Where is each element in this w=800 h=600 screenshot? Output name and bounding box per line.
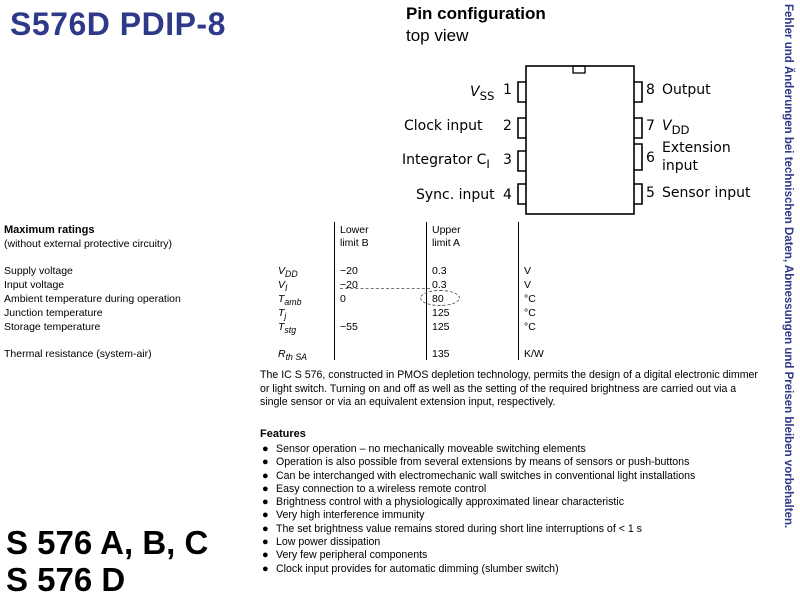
features-title: Features <box>260 428 306 440</box>
maximum-ratings-table: Maximum ratings (without external protec… <box>4 222 564 362</box>
hand-drawn-dashed-circle <box>420 290 460 306</box>
pin8-number: 8 <box>646 82 655 98</box>
lower-input-voltage: −20 <box>340 279 358 291</box>
upper-storage-temp: 125 <box>432 321 450 333</box>
unit-storage-temp: °C <box>524 321 536 333</box>
ic-description: The IC S 576, constructed in PMOS deplet… <box>260 369 758 408</box>
sym-supply-voltage: VDD <box>278 265 298 280</box>
sym-thermal-resistance: Rth SA <box>278 348 307 363</box>
hand-drawn-dashed-line <box>340 288 430 289</box>
sym-ambient-temp: Tamb <box>278 293 302 308</box>
side-disclaimer-text: Fehler und Änderungen bei technischen Da… <box>782 4 794 529</box>
upper-supply-voltage: 0.3 <box>432 265 447 277</box>
part-name-abc: S 576 A, B, C <box>6 524 209 561</box>
upper-junction-temp: 125 <box>432 307 450 319</box>
feature-item: Low power dissipation <box>262 536 762 550</box>
pin-configuration-panel: Pin configuration top view VSS 1 Clock i… <box>400 0 780 222</box>
unit-junction-temp: °C <box>524 307 536 319</box>
col-lower-line1: Lower <box>340 224 369 236</box>
pin5-label: Sensor input <box>662 185 751 201</box>
feature-item: Can be interchanged with electromechanic… <box>262 470 762 484</box>
pin6-label-line1: Extension <box>662 140 731 156</box>
ratings-subtitle: (without external protective circuitry) <box>4 238 173 250</box>
param-ambient-temp: Ambient temperature during operation <box>4 293 181 305</box>
dip8-package-drawing <box>517 65 643 215</box>
pin4-number: 4 <box>503 187 512 203</box>
col-lower-line2: limit B <box>340 237 369 249</box>
pin-config-title: Pin configuration <box>406 4 546 23</box>
sym-junction-temp: Tj <box>278 307 287 322</box>
pin3-label: Integrator CI <box>402 152 490 171</box>
pin1-number: 1 <box>503 82 512 98</box>
side-disclaimer: Fehler und Änderungen bei technischen Da… <box>780 0 800 600</box>
feature-item: Sensor operation – no mechanically movea… <box>262 443 762 457</box>
ratings-title: Maximum ratings <box>4 224 95 236</box>
upper-thermal-resistance: 135 <box>432 348 450 360</box>
feature-item: The set brightness value remains stored … <box>262 523 762 537</box>
features-list: Sensor operation – no mechanically movea… <box>262 443 762 576</box>
param-storage-temp: Storage temperature <box>4 321 101 333</box>
pin4-label: Sync. input <box>416 187 495 203</box>
sym-input-voltage: VI <box>278 279 288 294</box>
upper-input-voltage: 0.3 <box>432 279 447 291</box>
feature-item: Operation is also possible from several … <box>262 456 762 470</box>
pin7-label: VDD <box>662 118 690 137</box>
pin7-number: 7 <box>646 118 655 134</box>
pin2-label: Clock input <box>404 118 483 134</box>
pin8-label: Output <box>662 82 711 98</box>
table-divider <box>334 222 335 360</box>
pin2-number: 2 <box>503 118 512 134</box>
pin-config-subtitle: top view <box>406 26 469 45</box>
page-title: S576D PDIP-8 <box>10 6 226 42</box>
unit-input-voltage: V <box>524 279 532 291</box>
col-upper-line2: limit A <box>432 237 461 249</box>
pin1-label: VSS <box>470 84 495 103</box>
lower-storage-temp: −55 <box>340 321 358 333</box>
unit-ambient-temp: °C <box>524 293 536 305</box>
part-names: S 576 A, B, C S 576 D <box>6 524 208 598</box>
unit-supply-voltage: V <box>524 265 532 277</box>
feature-item: Very high interference immunity <box>262 509 762 523</box>
sym-storage-temp: Tstg <box>278 321 297 336</box>
param-junction-temp: Junction temperature <box>4 307 103 319</box>
pin5-number: 5 <box>646 185 655 201</box>
lower-ambient-temp: 0 <box>340 293 346 305</box>
pin3-number: 3 <box>503 152 512 168</box>
feature-item: Brightness control with a physiologicall… <box>262 496 762 510</box>
feature-item: Easy connection to a wireless remote con… <box>262 483 762 497</box>
part-name-d: S 576 D <box>6 561 126 598</box>
unit-thermal-resistance: K/W <box>524 348 544 360</box>
table-divider <box>518 222 519 360</box>
col-upper-line1: Upper <box>432 224 461 236</box>
lower-supply-voltage: −20 <box>340 265 358 277</box>
pin6-label-line2: input <box>662 158 699 174</box>
param-thermal-resistance: Thermal resistance (system-air) <box>4 348 152 360</box>
feature-item: Very few peripheral components <box>262 549 762 563</box>
feature-item: Clock input provides for automatic dimmi… <box>262 563 762 577</box>
param-input-voltage: Input voltage <box>4 279 65 291</box>
pin6-number: 6 <box>646 150 655 166</box>
param-supply-voltage: Supply voltage <box>4 265 73 277</box>
